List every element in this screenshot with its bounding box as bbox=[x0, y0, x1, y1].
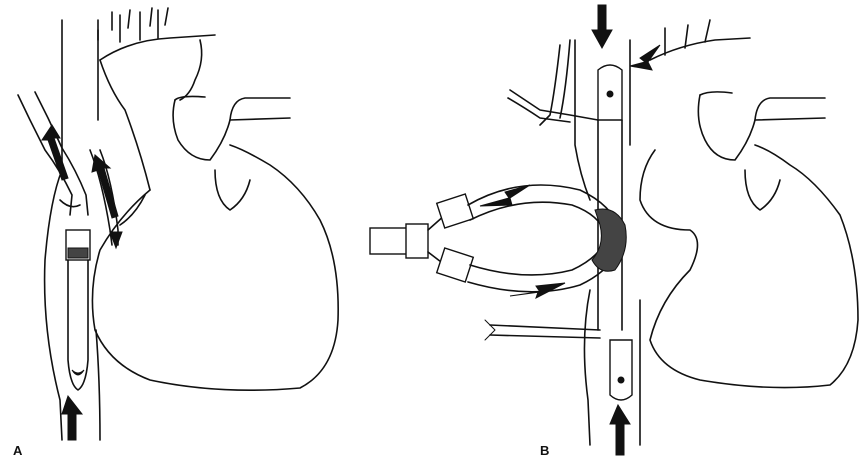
panel-b-drawing bbox=[370, 5, 858, 455]
panel-a-pulmonary-artery bbox=[173, 96, 290, 160]
panel-b-ivc-cannula bbox=[610, 340, 632, 400]
panel-b-svc-cannula bbox=[598, 65, 622, 330]
panel-a-drawing bbox=[18, 8, 338, 440]
panel-b-flow-arrows bbox=[480, 5, 660, 455]
panel-a-heart bbox=[92, 145, 338, 390]
panel-b-great-vessels bbox=[650, 20, 825, 160]
panel-a-aortic-arch bbox=[98, 8, 215, 190]
panel-label-a: A bbox=[13, 444, 22, 457]
panel-b-heart bbox=[640, 145, 858, 388]
panel-label-b: B bbox=[540, 444, 549, 457]
